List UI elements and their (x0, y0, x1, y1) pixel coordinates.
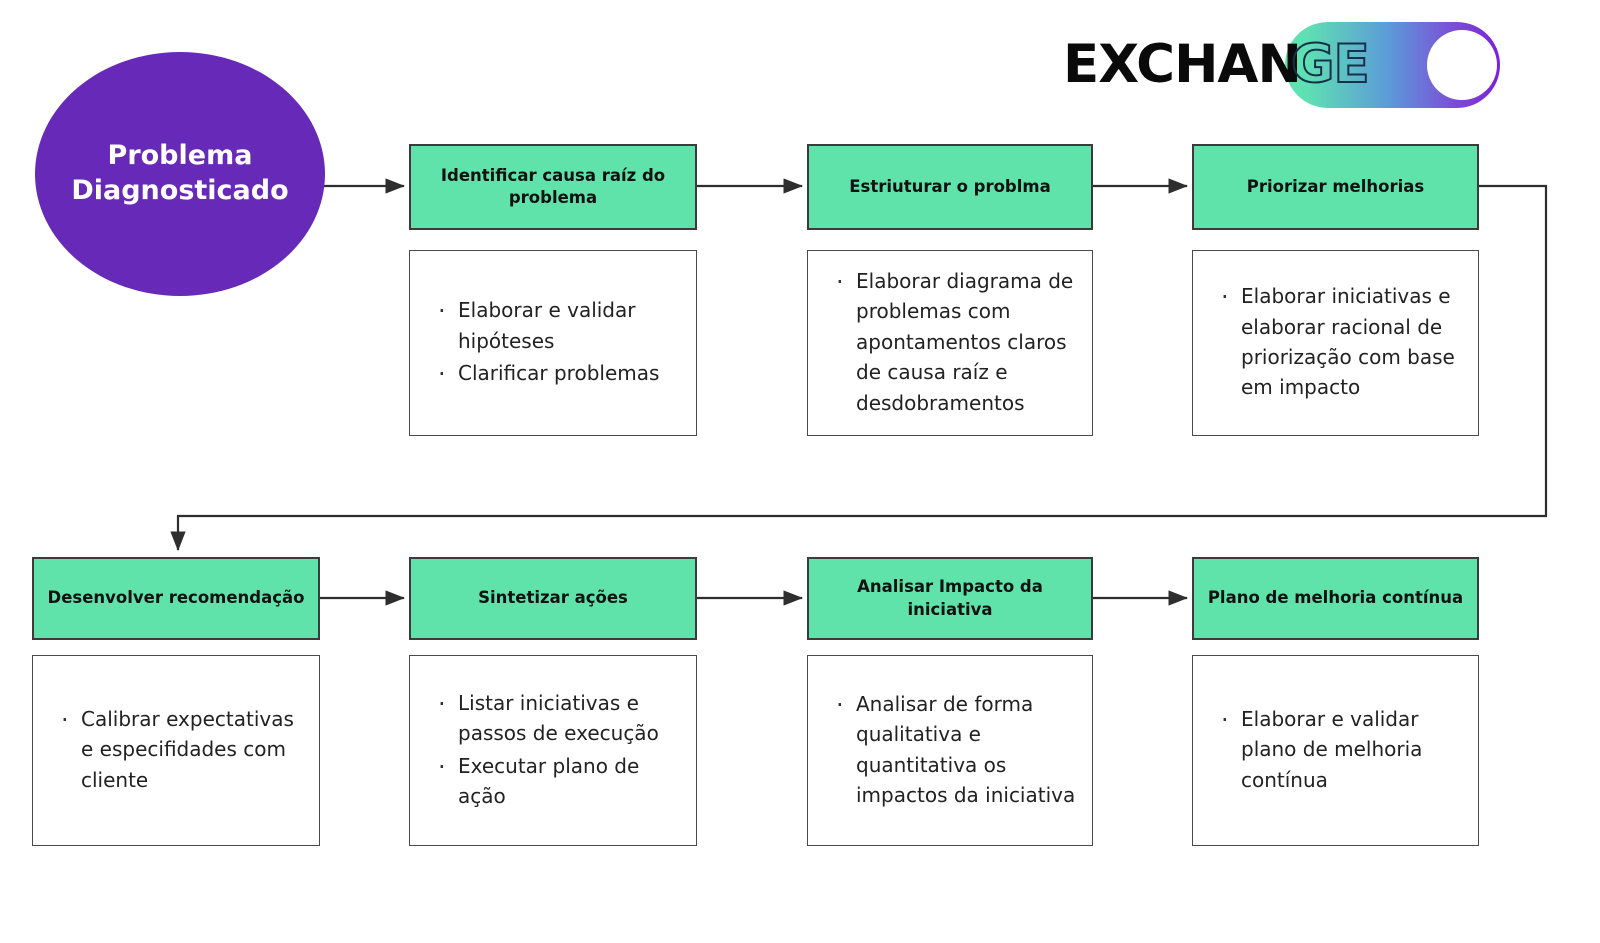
step-title: Priorizar melhorias (1246, 176, 1425, 196)
step-title: Identificar causa raíz do problema (440, 165, 666, 207)
exchange-logo: EXCHAN GE (1055, 18, 1505, 110)
step-body-desenvolver-recomendacao: Calibrar expectativas e especifidades co… (32, 655, 320, 846)
step-title: Estriuturar o problma (849, 176, 1051, 196)
step-title: Analisar Impacto da iniciativa (857, 577, 1043, 619)
bullet-list: Listar iniciativas e passos de execução … (432, 687, 682, 814)
list-item: Calibrar expectativas e especifidades co… (55, 703, 305, 795)
list-item: Clarificar problemas (432, 357, 682, 392)
step-body-identificar-causa-raiz: Elaborar e validar hipóteses Clarificar … (409, 250, 697, 436)
step-header-priorizar-melhorias[interactable]: Priorizar melhorias (1192, 144, 1479, 230)
logo-wordmark-solid: EXCHAN (1063, 34, 1302, 95)
list-item: Executar plano de ação (432, 750, 682, 812)
bullet-list: Calibrar expectativas e especifidades co… (55, 703, 305, 797)
bullet-list: Elaborar e validar hipóteses Clarificar … (432, 294, 682, 392)
step-body-estruturar-problema: Elaborar diagrama de problemas com apont… (807, 250, 1093, 436)
step-header-identificar-causa-raiz[interactable]: Identificar causa raíz do problema (409, 144, 697, 230)
list-item: Analisar de forma qualitativa e quantita… (830, 688, 1078, 811)
logo-toggle-knob-icon (1427, 30, 1497, 100)
step-header-plano-melhoria-continua[interactable]: Plano de melhoria contínua (1192, 557, 1479, 640)
list-item: Elaborar e validar plano de melhoria con… (1215, 703, 1464, 795)
list-item: Elaborar diagrama de problemas com apont… (830, 265, 1078, 418)
step-header-analisar-impacto[interactable]: Analisar Impacto da iniciativa (807, 557, 1093, 640)
step-body-analisar-impacto: Analisar de forma qualitativa e quantita… (807, 655, 1093, 846)
step-body-sintetizar-acoes: Listar iniciativas e passos de execução … (409, 655, 697, 846)
bullet-list: Elaborar iniciativas e elaborar racional… (1215, 280, 1464, 405)
step-body-priorizar-melhorias: Elaborar iniciativas e elaborar racional… (1192, 250, 1479, 436)
step-body-plano-melhoria-continua: Elaborar e validar plano de melhoria con… (1192, 655, 1479, 846)
step-header-sintetizar-acoes[interactable]: Sintetizar ações (409, 557, 697, 640)
step-header-estruturar-problema[interactable]: Estriuturar o problma (807, 144, 1093, 230)
step-header-desenvolver-recomendacao[interactable]: Desenvolver recomendação (32, 557, 320, 640)
step-title: Sintetizar ações (478, 588, 628, 608)
bullet-list: Analisar de forma qualitativa e quantita… (830, 688, 1078, 813)
step-title: Desenvolver recomendação (47, 588, 305, 608)
list-item: Elaborar iniciativas e elaborar racional… (1215, 280, 1464, 403)
start-node-problema-diagnosticado[interactable]: Problema Diagnosticado (35, 52, 325, 296)
bullet-list: Elaborar diagrama de problemas com apont… (830, 265, 1078, 420)
list-item: Elaborar e validar hipóteses (432, 294, 682, 356)
bullet-list: Elaborar e validar plano de melhoria con… (1215, 703, 1464, 797)
start-node-label: Problema Diagnosticado (71, 140, 289, 206)
list-item: Listar iniciativas e passos de execução (432, 687, 682, 749)
logo-wordmark-outline: GE (1290, 34, 1371, 95)
step-title: Plano de melhoria contínua (1207, 588, 1464, 608)
